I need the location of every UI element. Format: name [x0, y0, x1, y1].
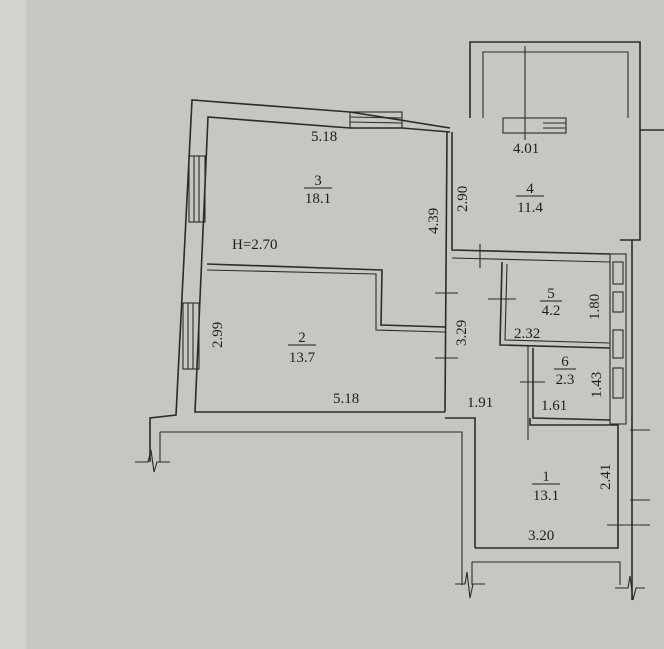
balcony: [469, 41, 641, 118]
room-number: 5: [547, 286, 555, 302]
dim-room5-bottom: 2.32: [514, 326, 540, 342]
dim-corridor-bottom: 1.91: [467, 395, 493, 411]
room-6-label: 6 2.3: [554, 354, 576, 388]
room-3-label: 3 18.1: [304, 173, 332, 207]
break-mark-left: [135, 449, 170, 473]
dim-room1-bottom: 3.20: [528, 528, 554, 544]
room-5-label: 5 4.2: [540, 286, 562, 319]
paper-edge: [0, 0, 26, 649]
room-number: 2: [298, 330, 306, 346]
dim-room5-right: 1.80: [587, 294, 603, 320]
dim-room2-left: 2.99: [210, 322, 226, 348]
dim-room6-bottom: 1.61: [541, 398, 567, 414]
dim-corridor-side: 3.29: [454, 320, 470, 346]
break-mark-right: [615, 575, 645, 601]
dim-room6-right: 1.43: [589, 372, 605, 398]
room-number: 3: [314, 173, 322, 189]
dim-room1-right: 2.41: [598, 464, 614, 490]
dim-room3-right: 4.39: [426, 208, 442, 234]
dim-room4-left: 2.90: [455, 186, 471, 212]
room-area: 2.3: [556, 372, 575, 388]
ceiling-height: H=2.70: [232, 237, 278, 253]
room-area: 4.2: [542, 303, 561, 319]
interior-walls: [206, 46, 650, 526]
room-number: 1: [542, 469, 550, 485]
break-mark-mid: [455, 571, 485, 599]
dim-room3-top: 5.18: [311, 129, 337, 145]
room-area: 11.4: [517, 200, 543, 216]
room-2-label: 2 13.7: [288, 330, 316, 366]
window-left-lower: [182, 302, 200, 370]
room-area: 13.7: [289, 350, 316, 366]
room-area: 13.1: [533, 488, 559, 504]
window-left-upper: [188, 155, 206, 223]
room-4-label: 4 11.4: [516, 181, 544, 216]
room-1-label: 1 13.1: [532, 469, 560, 504]
dim-room2-bottom: 5.18: [333, 391, 359, 407]
room-number: 4: [526, 181, 534, 197]
room-number: 6: [561, 354, 569, 370]
room-area: 18.1: [305, 191, 331, 207]
outer-walls: [149, 99, 664, 600]
dim-room4-top: 4.01: [513, 141, 539, 157]
window-right: [609, 253, 627, 425]
window-top: [349, 111, 403, 129]
window-balcony: [502, 117, 567, 134]
